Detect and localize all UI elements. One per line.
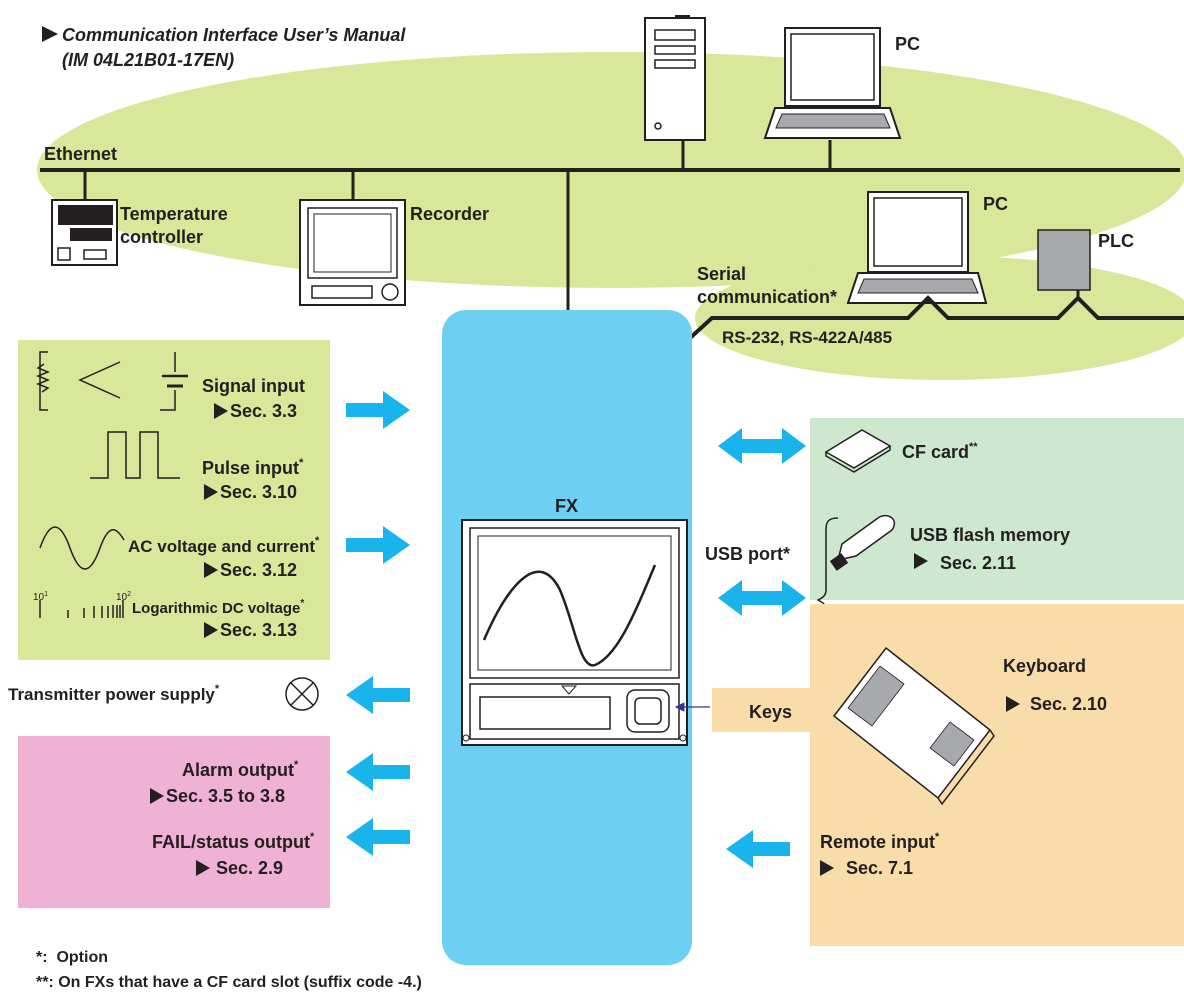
temperature-controller-label-2: controller bbox=[120, 227, 203, 247]
keyboard-icon bbox=[832, 646, 995, 806]
ethernet-label: Ethernet bbox=[44, 144, 117, 164]
log-input-label: Logarithmic DC voltage* bbox=[132, 598, 304, 617]
sec-arrow-icon bbox=[204, 562, 218, 578]
sec-arrow-icon bbox=[204, 484, 218, 500]
keyboard-ref: Sec. 2.10 bbox=[1030, 694, 1107, 714]
sec-arrow-icon bbox=[204, 622, 218, 638]
sec-arrow-icon bbox=[914, 553, 928, 569]
bidirectional-arrow-usb bbox=[718, 580, 806, 616]
sec-arrow-icon bbox=[150, 788, 164, 804]
signal-input-label: Signal input bbox=[202, 376, 305, 396]
output-arrow-transmitter bbox=[346, 676, 410, 714]
input-arrow-ac bbox=[346, 526, 410, 564]
input-panel bbox=[18, 340, 330, 660]
output-panel bbox=[18, 736, 330, 908]
sec-arrow-icon bbox=[820, 860, 834, 876]
triangle-marker-icon bbox=[42, 26, 58, 42]
sec-arrow-icon bbox=[214, 403, 228, 419]
keys-box bbox=[712, 688, 810, 732]
fail-output-ref: Sec. 2.9 bbox=[216, 858, 283, 878]
lamp-icon bbox=[285, 677, 319, 711]
output-arrow-alarm bbox=[346, 753, 410, 791]
laptop-pc-serial-icon bbox=[846, 191, 988, 304]
output-arrow-fail bbox=[346, 818, 410, 856]
pc-top-label: PC bbox=[895, 34, 920, 54]
cf-card-icon bbox=[824, 429, 892, 473]
cf-card-label: CF card** bbox=[902, 441, 978, 462]
server-tower-icon bbox=[644, 15, 706, 141]
pulse-input-label: Pulse input* bbox=[202, 457, 304, 478]
serial-ports-label: RS-232, RS-422A/485 bbox=[722, 328, 892, 347]
signal-input-ref: Sec. 3.3 bbox=[230, 401, 297, 421]
sec-arrow-icon bbox=[196, 860, 210, 876]
pulse-input-icon bbox=[90, 431, 180, 479]
alarm-output-label: Alarm output* bbox=[182, 759, 299, 780]
pulse-input-ref: Sec. 3.10 bbox=[220, 482, 297, 502]
manual-doc-number: (IM 04L21B01-17EN) bbox=[62, 50, 234, 70]
log-input-ref: Sec. 3.13 bbox=[220, 620, 297, 640]
input-arrow-remote bbox=[726, 830, 790, 868]
bidirectional-arrow-cf bbox=[718, 428, 806, 464]
serial-label-2: communication* bbox=[697, 287, 837, 307]
input-arrow-signal bbox=[346, 391, 410, 429]
sec-arrow-icon bbox=[1006, 696, 1020, 712]
plc-label: PLC bbox=[1098, 231, 1134, 251]
signal-input-icon bbox=[35, 351, 188, 411]
ac-input-label: AC voltage and current* bbox=[128, 535, 320, 556]
serial-label-1: Serial bbox=[697, 264, 746, 284]
fx-device-icon bbox=[461, 519, 688, 746]
storage-orange-panel bbox=[810, 604, 1184, 946]
ac-input-ref: Sec. 3.12 bbox=[220, 560, 297, 580]
plc-icon bbox=[1037, 229, 1091, 291]
log-tick-2: 102 bbox=[116, 591, 131, 603]
usb-port-label: USB port* bbox=[705, 544, 790, 564]
footnote-option: *: Option bbox=[36, 949, 108, 966]
usb-flash-label: USB flash memory bbox=[910, 525, 1070, 545]
remote-input-label: Remote input* bbox=[820, 831, 940, 852]
manual-title: Communication Interface User’s Manual bbox=[62, 25, 406, 45]
recorder-icon bbox=[299, 199, 406, 306]
temperature-controller-icon bbox=[51, 199, 118, 266]
fail-output-label: FAIL/status output* bbox=[152, 831, 315, 852]
laptop-pc-top-icon bbox=[763, 27, 902, 139]
footnote-cf: **: On FXs that have a CF card slot (suf… bbox=[36, 974, 422, 991]
alarm-output-ref: Sec. 3.5 to 3.8 bbox=[166, 786, 285, 806]
recorder-label: Recorder bbox=[410, 204, 489, 224]
pc-serial-label: PC bbox=[983, 194, 1008, 214]
serial-line bbox=[688, 295, 1184, 340]
log-scale-icon bbox=[39, 600, 124, 618]
fx-label: FX bbox=[555, 496, 578, 516]
transmitter-label: Transmitter power supply* bbox=[8, 683, 220, 704]
usb-flash-ref: Sec. 2.11 bbox=[940, 553, 1016, 573]
remote-input-ref: Sec. 7.1 bbox=[846, 858, 913, 878]
log-tick-1: 101 bbox=[33, 591, 48, 603]
ac-input-icon bbox=[39, 526, 125, 570]
temperature-controller-label-1: Temperature bbox=[120, 204, 228, 224]
usb-flash-icon bbox=[829, 514, 896, 571]
keyboard-label: Keyboard bbox=[1003, 656, 1086, 676]
keys-label: Keys bbox=[749, 702, 792, 722]
